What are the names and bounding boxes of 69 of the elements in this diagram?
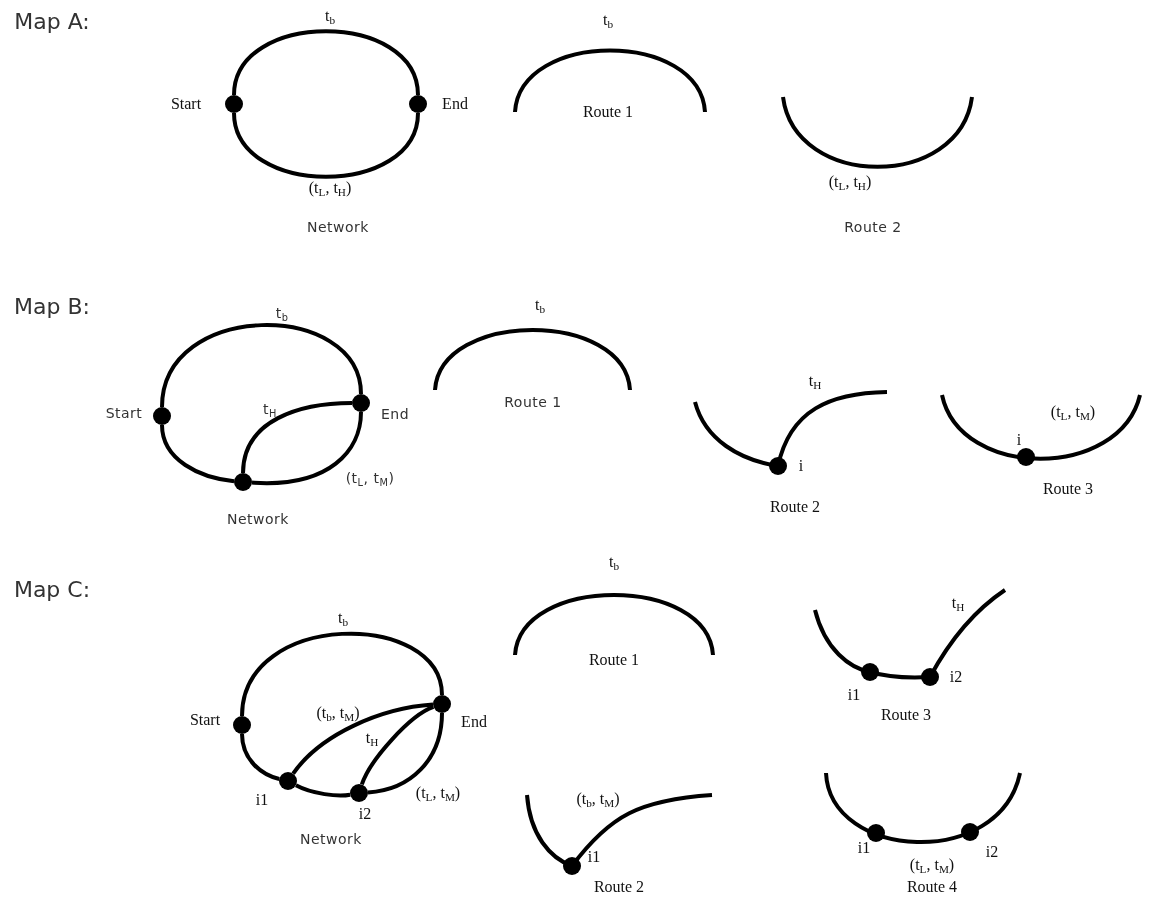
map-title: Map C: [13, 577, 91, 603]
text-label: Network [307, 220, 369, 236]
text-label: Route 4 [906, 878, 958, 896]
text-label: t$_{b}$ [609, 553, 619, 571]
text-label: i1 [587, 848, 601, 866]
text-label: Route 3 [1042, 480, 1094, 498]
text-label: (t$_{L}$, t$_{H}$) [828, 173, 872, 191]
text-label: i2 [949, 668, 963, 686]
network-link [232, 29, 420, 96]
text-label: Route 1 [588, 651, 640, 669]
text-label: Route 1 [504, 395, 562, 411]
edge-label: t$_{H}$ [365, 729, 379, 747]
text-label: Route 2 [769, 498, 821, 516]
node-dot [409, 95, 427, 113]
text-label: (t$_{b}$, t$_{M}$) [576, 790, 620, 808]
map-title: Map B: [14, 294, 90, 320]
edge-label: t$_{b}$ [275, 306, 289, 322]
edge-label: t$_{b}$ [325, 7, 335, 25]
edge-label: t$_{b}$ [338, 609, 348, 627]
network-link [367, 712, 444, 795]
node-dot [233, 716, 251, 734]
map-title: Map A: [14, 9, 90, 35]
network-link [240, 733, 280, 781]
node-dot [352, 394, 370, 412]
node-name: End [461, 713, 487, 731]
text-label: t$_{b}$ [603, 11, 613, 29]
text-label: Network [227, 512, 289, 528]
network-link [160, 424, 235, 484]
node-name: i2 [358, 805, 372, 823]
node-dot [153, 407, 171, 425]
network-link [241, 401, 353, 474]
node-name: End [380, 407, 410, 423]
text-label: (t$_{L}$, t$_{M}$) [909, 856, 955, 874]
text-label: i1 [857, 839, 871, 857]
network-link [251, 411, 363, 486]
text-label: i [798, 457, 804, 475]
network-link [232, 112, 420, 179]
text-label: i [1016, 431, 1022, 449]
text-label: Route 3 [880, 706, 932, 724]
text-label: Route 1 [582, 103, 634, 121]
node-name: Start [170, 95, 202, 113]
edge-label: (t$_{L}$, t$_{H}$) [308, 179, 352, 197]
text-label: Network [300, 832, 362, 848]
text-label: i1 [847, 686, 861, 704]
text-label: t$_{H}$ [951, 594, 965, 612]
network-link [240, 631, 444, 717]
node-name: End [442, 95, 468, 113]
network-link [291, 702, 434, 775]
text-label: i2 [985, 843, 999, 861]
text-label: t$_{H}$ [808, 372, 822, 390]
node-dot [433, 695, 451, 713]
edge-label: (t$_{b}$, t$_{M}$) [316, 704, 360, 722]
text-label: Route 2 [593, 878, 645, 896]
node-dot [234, 473, 252, 491]
edge-label: (t$_{L}$, t$_{M}$) [415, 784, 461, 802]
node-name: Start [105, 406, 143, 422]
node-name: Start [189, 711, 221, 729]
edge-label: t$_{H}$ [263, 402, 277, 418]
network-link [360, 705, 435, 786]
node-dot [279, 772, 297, 790]
network-link [295, 783, 351, 798]
edge-label: (t$_{L}$, t$_{M}$) [345, 471, 395, 487]
node-name: i1 [255, 791, 269, 809]
node-dot [225, 95, 243, 113]
network-link [160, 323, 363, 408]
text-label: (t$_{L}$, t$_{M}$) [1050, 403, 1096, 421]
node-dot [350, 784, 368, 802]
text-label: t$_{b}$ [535, 296, 545, 314]
text-label: Route 2 [844, 220, 902, 236]
